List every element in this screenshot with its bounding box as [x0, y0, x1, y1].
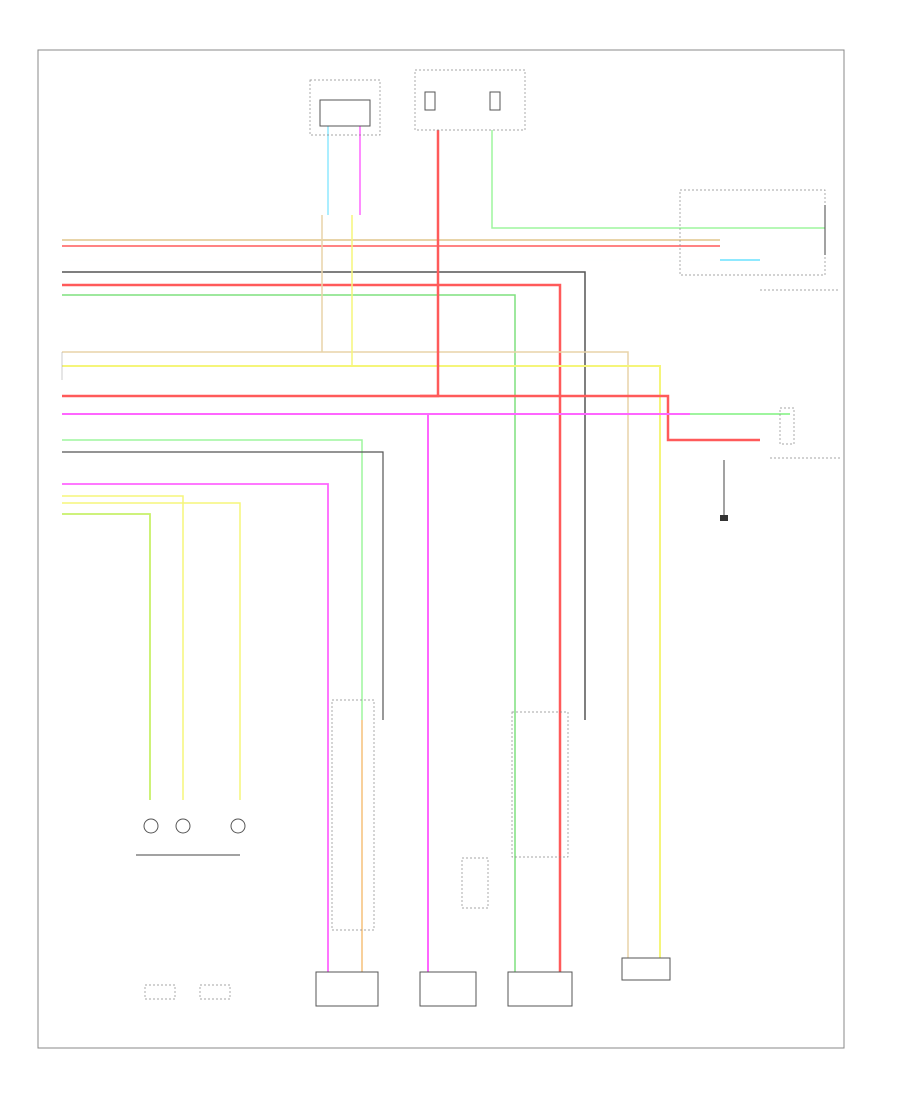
wire-drops — [321, 126, 720, 980]
fuse-box-1 — [424, 91, 436, 111]
bottom-speakers — [136, 818, 246, 1000]
top-component-box-left — [319, 99, 371, 127]
wire-red-bus — [62, 283, 562, 980]
wire-dark-gray-lower — [62, 451, 384, 720]
wire-magenta-lower — [62, 483, 329, 980]
bottom-module-5 — [621, 957, 671, 981]
wire-red-mid — [62, 394, 760, 442]
wire-light-green-bus — [62, 439, 363, 720]
harness-bus — [61, 227, 825, 980]
wire-red-vertical — [420, 130, 440, 398]
speaker-connector-right — [199, 984, 231, 1000]
wire-green-bus — [62, 294, 516, 980]
diagram-frame — [37, 49, 845, 1049]
wire-yellow-speaker-3 — [62, 502, 241, 800]
ground-symbol-right — [720, 515, 728, 521]
speaker-3 — [230, 818, 246, 834]
speaker-connector-left — [144, 984, 176, 1000]
speaker-2 — [175, 818, 191, 834]
bottom-module-3 — [419, 971, 477, 1007]
wire-yellow-speaker-2 — [62, 495, 184, 800]
bottom-module-2-dash — [331, 699, 375, 931]
bottom-module-4-dash — [511, 711, 569, 858]
bottom-module-4 — [507, 971, 573, 1007]
bottom-module-3-dash — [461, 857, 489, 909]
wire-dark-gray-bus — [62, 271, 586, 720]
upper-right-component-outline — [679, 189, 826, 276]
bottom-module-2 — [315, 971, 379, 1007]
fuse-block-outline — [414, 69, 526, 131]
wire-green-vertical — [491, 130, 720, 229]
wire-tan-bus — [62, 351, 629, 960]
top-component-dash-left — [309, 79, 381, 136]
wire-lime-speaker-1 — [62, 513, 151, 800]
right-mid-connector — [779, 407, 795, 445]
speaker-1 — [143, 818, 159, 834]
fuse-box-2 — [489, 91, 501, 111]
wire-yellow-bus — [62, 365, 661, 960]
